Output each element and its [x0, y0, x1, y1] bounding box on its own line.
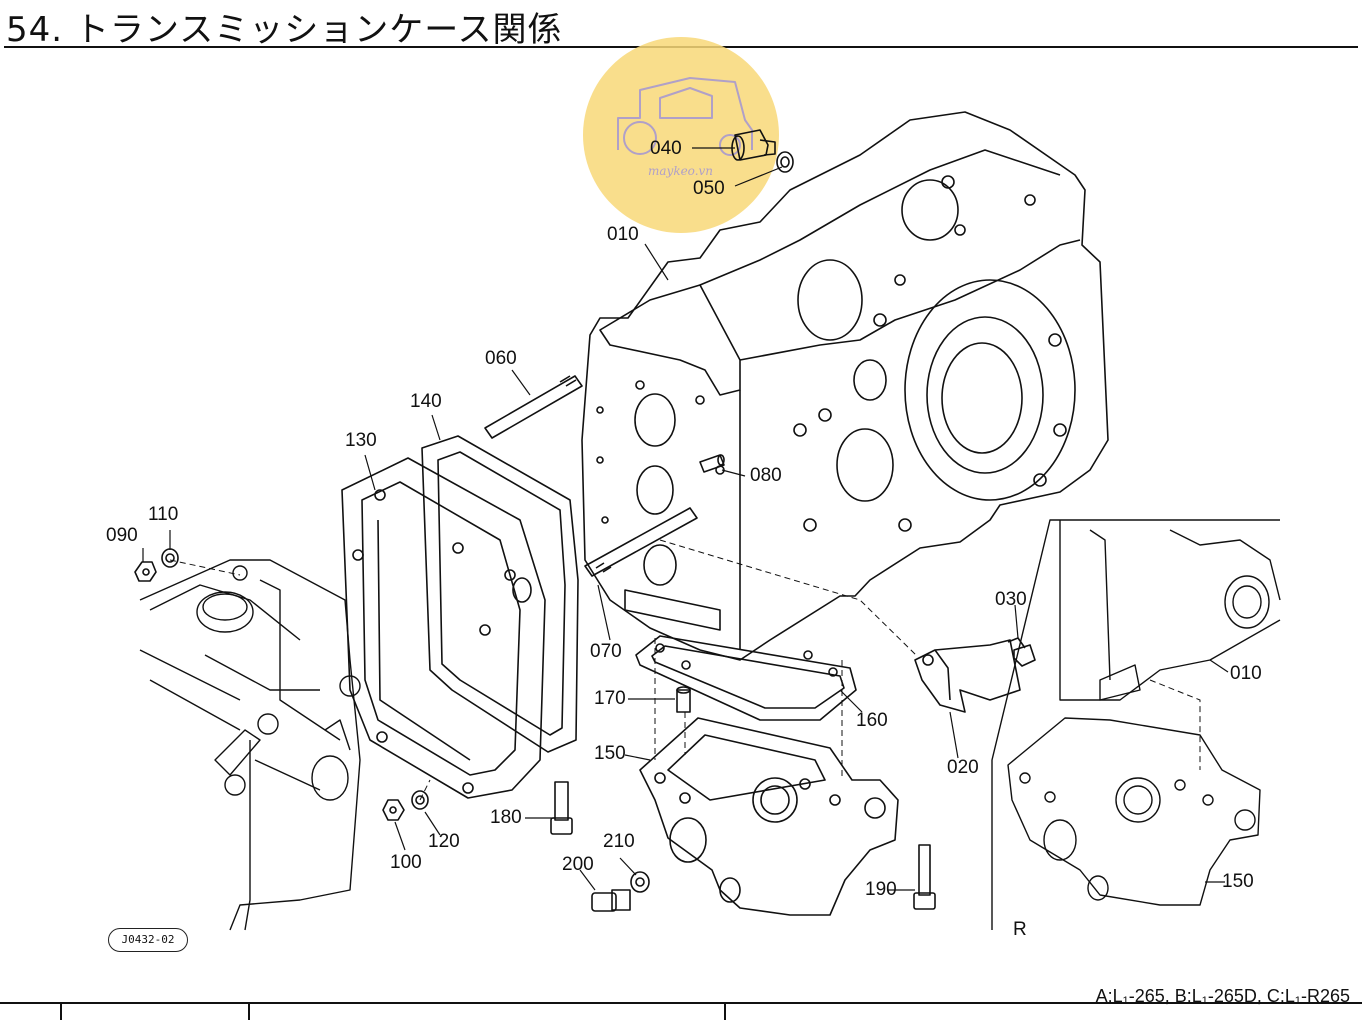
bolt-180	[550, 781, 573, 835]
part-label-020: 020	[947, 757, 979, 778]
pin-080	[699, 454, 725, 473]
nut-100	[382, 799, 405, 821]
lower-housing-150	[639, 717, 899, 916]
part-label-130: 130	[345, 430, 377, 451]
part-label-070: 070	[590, 641, 622, 662]
drawing-code: J0432-02	[108, 928, 188, 952]
part-label-110: 110	[148, 504, 179, 525]
tractor-icon	[617, 77, 753, 156]
washer-050	[776, 151, 794, 173]
part-label-100: 100	[390, 852, 422, 873]
stud-070	[584, 507, 698, 577]
gasket-160	[635, 635, 857, 721]
part-label-190: 190	[865, 879, 897, 900]
part-label-170: 170	[594, 688, 626, 709]
table-divider	[60, 1002, 62, 1020]
footer-rule	[0, 1002, 1362, 1004]
page-title: 54. トランスミッションケース関係	[6, 10, 563, 50]
part-label-060: 060	[485, 348, 517, 369]
gasket-140	[421, 435, 579, 753]
watermark-logo	[583, 37, 779, 233]
transmission-case	[581, 111, 1109, 661]
part-label-090: 090	[106, 525, 138, 546]
left-frame	[139, 559, 361, 931]
part-label-030: 030	[995, 589, 1027, 610]
model-footnote: A:L₁-265, B:L₁-265D, C:L₁-R265	[1095, 986, 1350, 1006]
part-label-150: 150	[594, 743, 626, 764]
part-label-120: 120	[428, 831, 460, 852]
washer-210	[630, 871, 650, 893]
inset-label: R	[1013, 919, 1027, 940]
housing-130	[341, 457, 546, 799]
watermark-text: maykeo.vn	[648, 164, 714, 178]
table-divider	[724, 1002, 726, 1020]
washer-120	[411, 790, 429, 810]
part-label-200: 200	[562, 854, 594, 875]
part-label-010-inset: 010	[1230, 663, 1262, 684]
stud-060	[484, 375, 583, 439]
dowel-170	[676, 686, 691, 713]
part-label-080: 080	[750, 465, 782, 486]
part-label-150-inset: 150	[1222, 871, 1254, 892]
washer-110	[161, 548, 179, 568]
part-label-180: 180	[490, 807, 522, 828]
inset-frame	[991, 519, 1281, 930]
part-label-050: 050	[693, 178, 725, 199]
plug-040	[731, 129, 776, 161]
bracket-020	[914, 639, 1021, 713]
bolt-190	[913, 844, 936, 910]
part-label-210: 210	[603, 831, 635, 852]
part-label-160: 160	[856, 710, 888, 731]
plug-200	[591, 889, 631, 912]
part-label-040: 040	[650, 138, 682, 159]
table-divider	[248, 1002, 250, 1020]
nut-090	[134, 561, 157, 582]
part-label-140: 140	[410, 391, 442, 412]
part-label-010: 010	[607, 224, 639, 245]
